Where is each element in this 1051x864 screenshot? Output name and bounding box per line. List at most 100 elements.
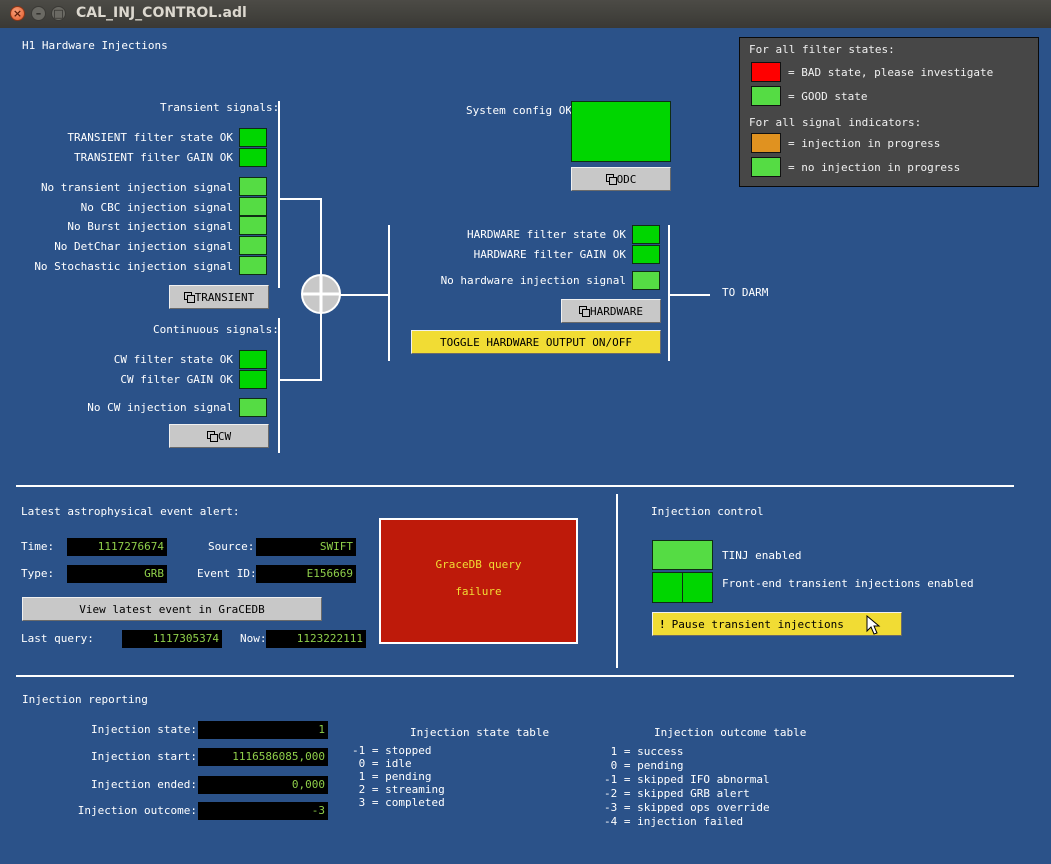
alert-source-label: Source: bbox=[208, 540, 255, 553]
no-cbc-indicator bbox=[239, 197, 267, 216]
transient-filter-state-indicator bbox=[239, 128, 267, 147]
related-display-icon bbox=[183, 292, 195, 303]
injection-control-heading: Injection control bbox=[651, 505, 764, 518]
hardware-filter-state-label: HARDWARE filter state OK bbox=[467, 228, 626, 241]
cw-filter-gain-indicator bbox=[239, 370, 267, 389]
connector-line bbox=[320, 198, 322, 278]
state-table-row: 3 = completed bbox=[352, 796, 445, 809]
alert-time-value: 1117276674 bbox=[67, 538, 167, 556]
transient-heading: Transient signals: bbox=[160, 101, 280, 114]
mouse-cursor-icon bbox=[866, 615, 881, 635]
last-query-value: 1117305374 bbox=[122, 630, 222, 648]
no-stochastic-indicator bbox=[239, 256, 267, 275]
connector-line bbox=[280, 198, 322, 200]
summing-junction-icon bbox=[301, 274, 341, 314]
alert-eventid-value: E156669 bbox=[256, 565, 356, 583]
outcome-table-row: -2 = skipped GRB alert bbox=[604, 787, 750, 800]
gracedb-status-line2: failure bbox=[455, 585, 502, 598]
no-cbc-label: No CBC injection signal bbox=[80, 201, 233, 214]
legend-filter-heading: For all filter states: bbox=[749, 43, 895, 56]
legend-signal-heading: For all signal indicators: bbox=[749, 116, 922, 129]
related-display-icon bbox=[579, 306, 590, 317]
transient-button[interactable]: TRANSIENT bbox=[169, 285, 269, 309]
minimize-window-button[interactable]: – bbox=[31, 6, 46, 21]
injection-state-value: 1 bbox=[198, 721, 328, 739]
outcome-table-row: -1 = skipped IFO abnormal bbox=[604, 773, 770, 786]
maximize-window-button[interactable]: □ bbox=[51, 6, 66, 21]
no-hardware-indicator bbox=[632, 271, 660, 290]
gracedb-status-box: GraceDB query failure bbox=[379, 518, 578, 644]
legend-good-label: = GOOD state bbox=[788, 90, 868, 103]
hardware-filter-gain-indicator bbox=[632, 245, 660, 264]
alert-type-label: Type: bbox=[21, 567, 55, 580]
close-window-button[interactable]: × bbox=[10, 6, 25, 21]
state-table-title: Injection state table bbox=[410, 726, 550, 739]
legend-noinjection-label: = no injection in progress bbox=[788, 161, 961, 174]
outcome-table-title: Injection outcome table bbox=[654, 726, 807, 739]
section-divider bbox=[16, 485, 1014, 487]
darm-connector-line bbox=[670, 294, 710, 296]
outcome-table-row: -4 = injection failed bbox=[604, 815, 744, 828]
pause-transient-injections-label: Pause transient injections bbox=[671, 617, 844, 631]
outcome-table-row: 1 = success bbox=[604, 745, 684, 758]
injection-ended-value: 0,000 bbox=[198, 776, 328, 794]
transient-button-label: TRANSIENT bbox=[194, 290, 255, 304]
odc-button-label: ODC bbox=[616, 172, 637, 186]
injection-start-label: Injection start: bbox=[91, 750, 197, 763]
legend-inprogress-label: = injection in progress bbox=[788, 137, 941, 150]
legend-bad-swatch bbox=[751, 62, 781, 82]
outcome-table-row: -3 = skipped ops override bbox=[604, 801, 770, 814]
legend-bad-label: = BAD state, please investigate bbox=[788, 66, 994, 79]
toggle-hardware-output-button[interactable]: TOGGLE HARDWARE OUTPUT ON/OFF bbox=[411, 330, 661, 354]
no-transient-label: No transient injection signal bbox=[40, 181, 233, 194]
injection-state-label: Injection state: bbox=[91, 723, 197, 736]
injection-ended-label: Injection ended: bbox=[91, 778, 197, 791]
page-title: H1 Hardware Injections bbox=[22, 39, 168, 52]
reporting-heading: Injection reporting bbox=[22, 693, 148, 706]
injection-outcome-label: Injection outcome: bbox=[77, 804, 197, 817]
frontend-enabled-indicator-b bbox=[682, 572, 713, 603]
related-display-icon bbox=[605, 174, 617, 185]
related-display-icon bbox=[206, 431, 218, 442]
no-cw-indicator bbox=[239, 398, 267, 417]
no-burst-indicator bbox=[239, 216, 267, 235]
alert-heading: Latest astrophysical event alert: bbox=[21, 505, 240, 518]
no-transient-indicator bbox=[239, 177, 267, 196]
section-divider bbox=[616, 494, 618, 668]
window-titlebar: × – □ CAL_INJ_CONTROL.adl bbox=[0, 0, 1051, 28]
view-latest-event-button[interactable]: View latest event in GraCEDB bbox=[22, 597, 322, 621]
last-query-label: Last query: bbox=[21, 632, 94, 645]
main-panel: H1 Hardware Injections For all filter st… bbox=[0, 28, 1051, 864]
state-table-row: 0 = idle bbox=[352, 757, 412, 770]
legend-inprogress-swatch bbox=[751, 133, 781, 153]
hardware-filter-gain-label: HARDWARE filter GAIN OK bbox=[473, 248, 626, 261]
transient-bus-line bbox=[278, 101, 280, 288]
frontend-enabled-label: Front-end transient injections enabled bbox=[722, 577, 974, 590]
no-burst-label: No Burst injection signal bbox=[67, 220, 233, 233]
legend-noinjection-swatch bbox=[751, 157, 781, 177]
continuous-bus-line bbox=[278, 318, 280, 453]
connector-line bbox=[340, 294, 390, 296]
alert-time-label: Time: bbox=[21, 540, 55, 553]
cw-filter-state-indicator bbox=[239, 350, 267, 369]
alert-type-value: GRB bbox=[67, 565, 167, 583]
section-divider bbox=[16, 675, 1014, 677]
connector-line bbox=[280, 379, 322, 381]
gracedb-status-line1: GraceDB query bbox=[435, 558, 522, 571]
cw-filter-gain-label: CW filter GAIN OK bbox=[120, 373, 233, 386]
alert-eventid-label: Event ID: bbox=[197, 567, 257, 580]
exclamation-icon: ! bbox=[659, 617, 666, 631]
hardware-filter-state-indicator bbox=[632, 225, 660, 244]
cw-button[interactable]: CW bbox=[169, 424, 269, 448]
legend-box: For all filter states: = BAD state, plea… bbox=[739, 37, 1039, 187]
system-config-indicator bbox=[571, 101, 671, 162]
no-detchar-indicator bbox=[239, 236, 267, 255]
no-stochastic-label: No Stochastic injection signal bbox=[34, 260, 233, 273]
tinj-enabled-label: TINJ enabled bbox=[722, 549, 802, 562]
no-detchar-label: No DetChar injection signal bbox=[54, 240, 233, 253]
hardware-button[interactable]: HARDWARE bbox=[561, 299, 661, 323]
legend-good-swatch bbox=[751, 86, 781, 106]
system-config-label: System config OK bbox=[466, 104, 572, 117]
odc-button[interactable]: ODC bbox=[571, 167, 671, 191]
pause-transient-injections-button[interactable]: ! Pause transient injections bbox=[652, 612, 902, 636]
